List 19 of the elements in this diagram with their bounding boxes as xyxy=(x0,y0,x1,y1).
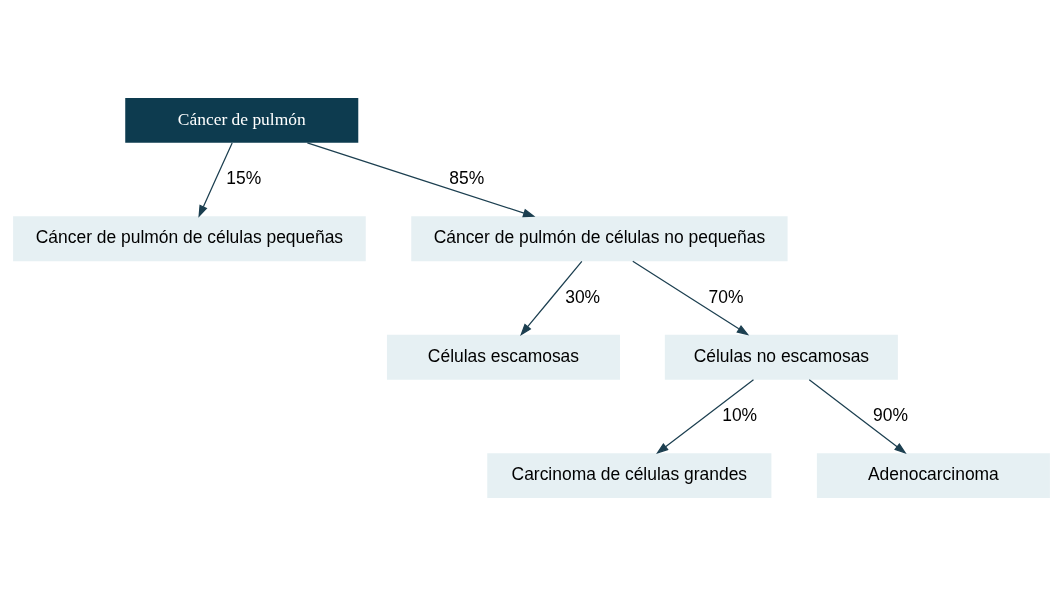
arrow xyxy=(632,260,750,336)
node-box: Carcinoma de células grandes xyxy=(487,453,772,498)
node-box: Cáncer de pulmón de células pequeñas xyxy=(13,216,366,262)
arrow xyxy=(808,379,907,454)
node-box: Células no escamosas xyxy=(664,334,898,380)
node-box: Cáncer de pulmón de células no pequeñas xyxy=(411,216,788,262)
node-box: Células escamosas xyxy=(386,334,620,380)
arrow xyxy=(656,379,755,454)
edge-label: 85% xyxy=(449,168,485,189)
edge-label: 90% xyxy=(873,405,908,425)
edge-label: 70% xyxy=(708,286,744,307)
node-box: Adenocarcinoma xyxy=(816,453,1050,498)
edge-label: 15% xyxy=(226,168,262,189)
arrow xyxy=(520,260,583,336)
edge-label: 30% xyxy=(565,286,601,307)
edge-label: 10% xyxy=(722,405,758,425)
node-box: Cáncer de pulmón xyxy=(125,98,359,143)
arrow xyxy=(198,142,233,218)
arrow xyxy=(306,142,536,218)
